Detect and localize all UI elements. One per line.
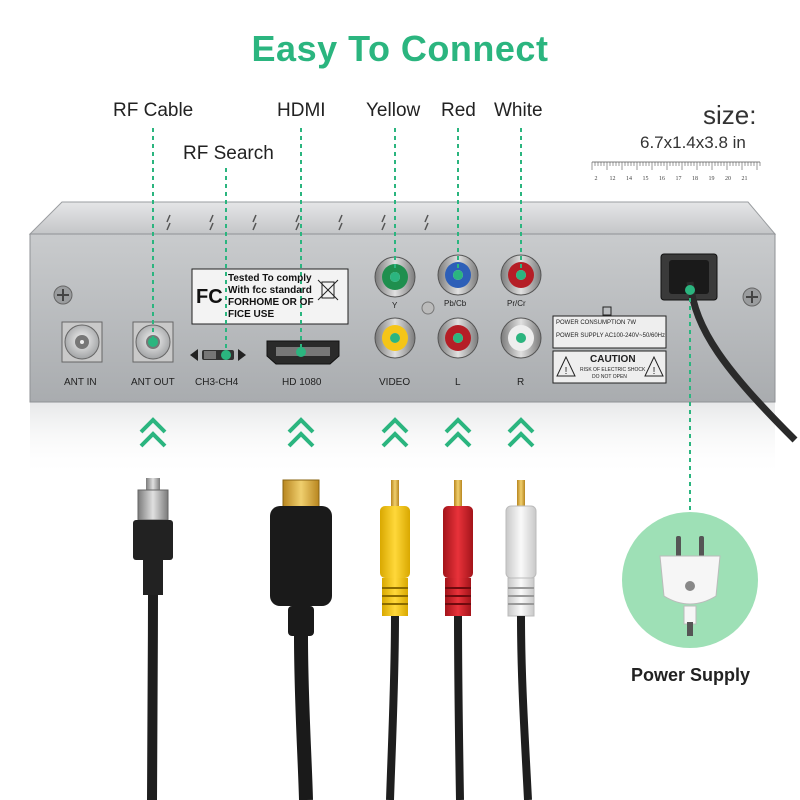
page-title: Easy To Connect <box>251 28 549 69</box>
power-supply-spec-text: POWER SUPPLY AC100-240V~50/60Hz <box>556 333 666 339</box>
screw-left <box>53 285 73 305</box>
size-value: 6.7x1.4x3.8 in <box>640 133 746 152</box>
hdmi-cable <box>270 479 332 800</box>
label-rf-cable: RF Cable <box>113 100 194 121</box>
caution-title: CAUTION <box>590 354 636 365</box>
ch-label: CH3-CH4 <box>195 377 239 388</box>
power-socket <box>660 253 718 301</box>
ant-out-label: ANT OUT <box>131 377 175 388</box>
pr-label: Pr/Cr <box>507 299 526 308</box>
fcc-logo: FC <box>196 286 223 308</box>
screw-right <box>742 287 762 307</box>
label-yellow: Yellow <box>366 100 421 121</box>
power-cable <box>686 281 798 443</box>
screw-center <box>421 301 435 315</box>
ruler-number: 14 <box>626 176 632 182</box>
hd-label: HD 1080 <box>282 377 322 388</box>
ruler-number: 21 <box>742 176 748 182</box>
ruler-number: 12 <box>610 176 616 182</box>
ruler-number: 20 <box>725 176 731 182</box>
warning-icon-right: ! <box>644 355 664 377</box>
y-label: Y <box>392 301 398 310</box>
r-label: R <box>517 377 525 388</box>
ant-in-port <box>61 321 103 363</box>
ruler: 2 12 14 15 16 17 18 19 20 21 <box>591 161 761 182</box>
label-rf-search: RF Search <box>183 143 274 164</box>
recycle-bin-icon <box>317 279 339 301</box>
label-red: Red <box>441 100 476 121</box>
guide-lines <box>152 128 691 520</box>
yellow-rca-plug <box>380 480 410 800</box>
device-top <box>28 201 777 235</box>
double-insulation-icon <box>602 306 612 316</box>
label-hdmi: HDMI <box>277 100 326 121</box>
ruler-number: 16 <box>659 176 665 182</box>
rf-coax-cable <box>133 478 173 800</box>
caution-line-2: DO NOT OPEN <box>592 374 627 380</box>
power-consumption-text: POWER CONSUMPTION 7W <box>556 320 637 326</box>
pb-label: Pb/Cb <box>444 299 467 308</box>
video-label: VIDEO <box>379 377 411 388</box>
ruler-number: 2 <box>595 176 598 182</box>
power-plug-badge <box>622 512 758 648</box>
svg-text:!: ! <box>565 366 568 377</box>
red-rca-plug <box>443 480 473 800</box>
warning-icon-left: ! <box>556 355 576 377</box>
ruler-number: 17 <box>676 176 682 182</box>
l-label: L <box>455 377 461 388</box>
vent-slots <box>166 214 429 231</box>
plug-icon <box>659 536 721 636</box>
caution-line-1: RISK OF ELECTRIC SHOCK <box>580 367 646 373</box>
svg-text:!: ! <box>653 366 656 377</box>
size-title: size: <box>703 100 757 130</box>
power-supply-label: Power Supply <box>631 665 751 685</box>
ruler-number: 18 <box>692 176 698 182</box>
power-spec-box <box>552 315 667 349</box>
caution-box <box>552 350 667 384</box>
ant-in-label: ANT IN <box>64 377 97 388</box>
ruler-number: 19 <box>709 176 715 182</box>
white-rca-plug <box>505 480 537 800</box>
chevron-up-icons <box>139 417 535 448</box>
fcc-text: Tested To comply With fcc standard FORHO… <box>228 273 314 320</box>
guide-endpoints <box>148 270 695 360</box>
ruler-number: 15 <box>643 176 649 182</box>
label-white: White <box>494 100 543 121</box>
